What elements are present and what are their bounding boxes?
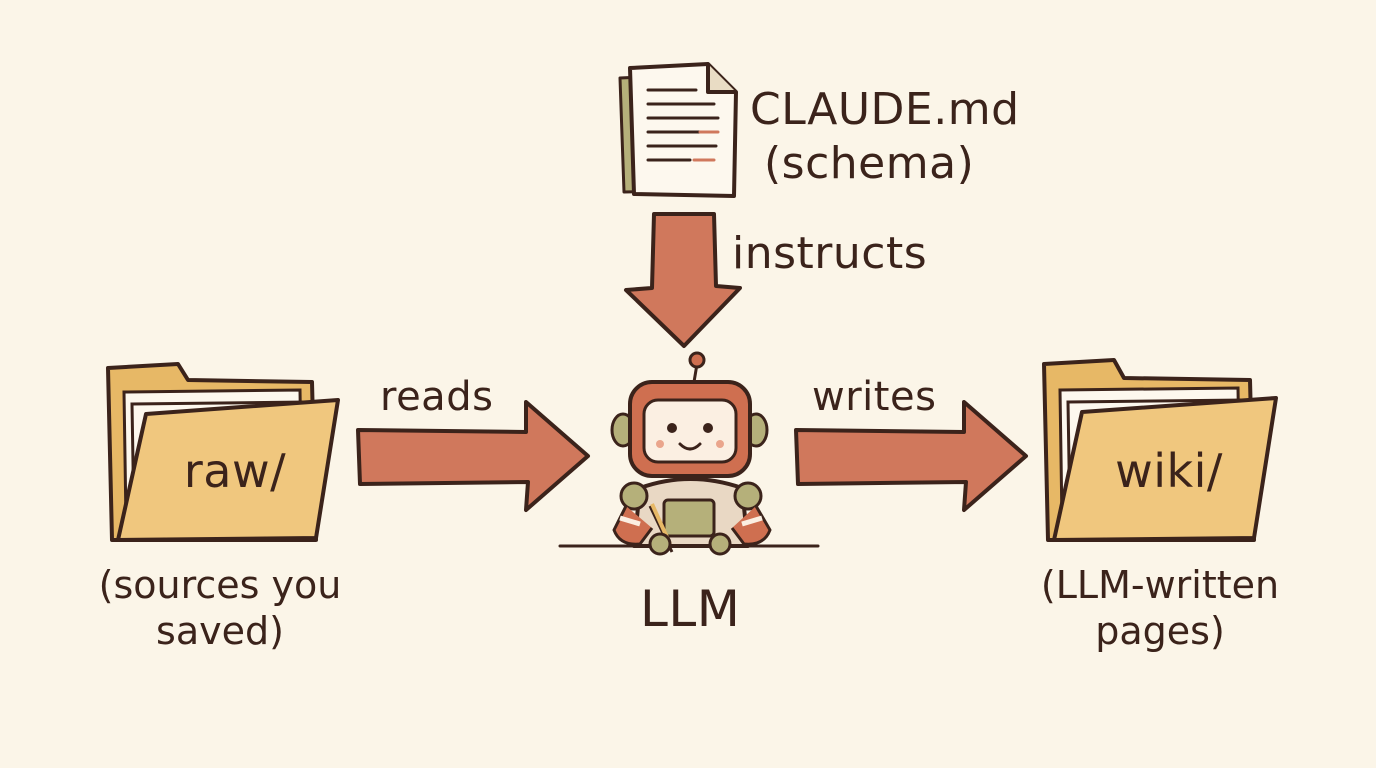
schema-filename: CLAUDE.md <box>750 84 1020 135</box>
wiki-caption-line-2: pages) <box>1095 609 1225 653</box>
document-icon <box>618 62 738 198</box>
writes-label: writes <box>812 374 937 420</box>
writes-arrow <box>794 400 1028 512</box>
wiki-folder-icon <box>1042 358 1278 542</box>
schema-subtitle: (schema) <box>764 138 975 189</box>
raw-folder-caption: (sources you saved) <box>70 562 370 654</box>
wiki-folder-label: wiki/ <box>1115 444 1223 498</box>
wiki-caption-line-1: (LLM-written <box>1040 563 1280 607</box>
raw-caption-line-1: (sources you <box>98 563 342 607</box>
reads-arrow <box>356 400 590 512</box>
raw-folder-label: raw/ <box>183 444 287 498</box>
raw-caption-line-2: saved) <box>156 609 284 653</box>
instructs-label: instructs <box>732 228 928 279</box>
wiki-folder-caption: (LLM-written pages) <box>1010 562 1310 654</box>
reads-label: reads <box>380 374 494 420</box>
robot-icon <box>558 351 820 556</box>
llm-label: LLM <box>640 580 741 638</box>
instructs-arrow <box>624 212 742 348</box>
raw-folder-icon <box>106 362 340 542</box>
